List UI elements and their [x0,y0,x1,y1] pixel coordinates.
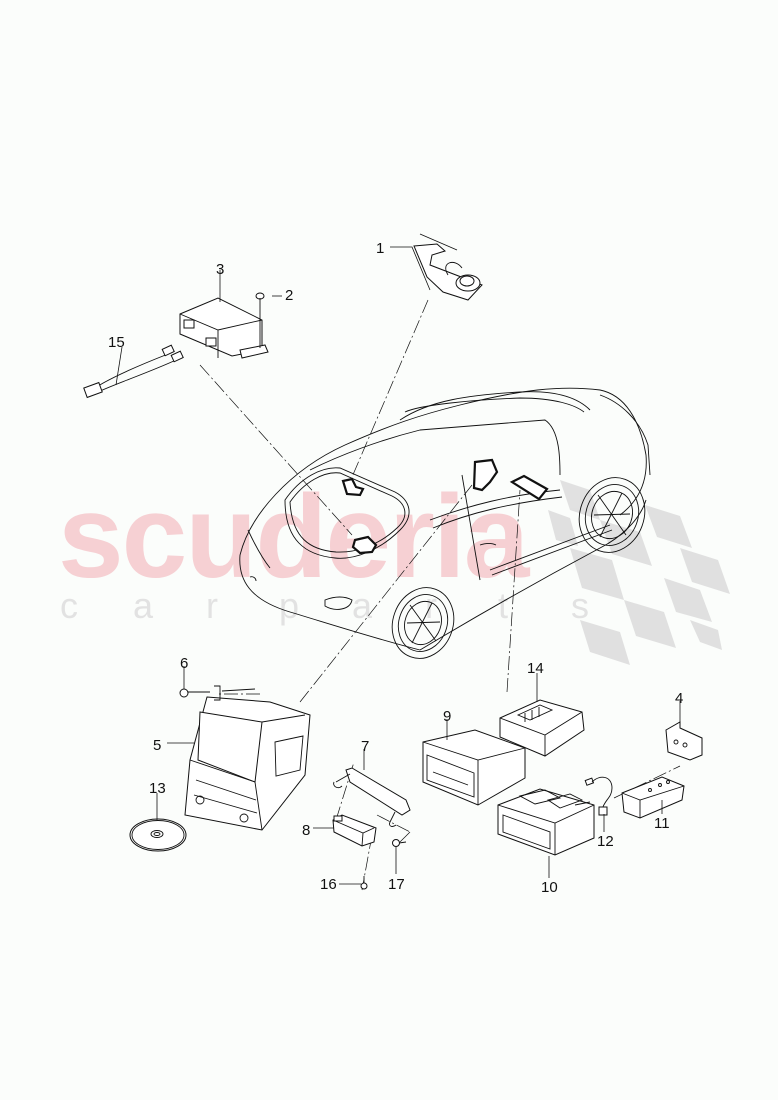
callout-8[interactable]: 8 [302,822,311,839]
part-16-screw [360,876,368,890]
part-4-bracket [665,721,703,761]
part-8-module [332,814,377,847]
callout-9[interactable]: 9 [443,708,452,725]
callout-2[interactable]: 2 [285,287,294,304]
part-17-screw [392,839,407,847]
part-13-disc [129,818,187,852]
front-wheel [391,587,455,659]
car-highlight-parts [341,458,549,555]
part-9-media-unit [422,729,526,806]
callout-1[interactable]: 1 [376,240,385,257]
part-2-screw [255,292,265,348]
rear-wheel [578,477,646,553]
callout-3[interactable]: 3 [216,261,225,278]
callout-12[interactable]: 12 [597,833,614,850]
callout-14[interactable]: 14 [527,660,544,677]
callout-13[interactable]: 13 [149,780,166,797]
part-12-wiring [584,776,613,816]
part-3-control-unit [179,297,269,359]
part-10-housing [497,788,595,856]
callout-5[interactable]: 5 [153,737,162,754]
part-15-cable [83,344,184,399]
callout-4[interactable]: 4 [675,690,684,707]
part-11-interface-module [621,776,685,819]
part-14-holder [499,699,585,757]
callout-10[interactable]: 10 [541,879,558,896]
callout-leaders [115,246,681,885]
callout-15[interactable]: 15 [108,334,125,351]
callout-6[interactable]: 6 [180,655,189,672]
callout-16[interactable]: 16 [320,876,337,893]
callout-7[interactable]: 7 [361,738,370,755]
checker-flag-watermark [548,480,730,665]
part-5-head-unit [184,696,311,831]
part-1-antenna [413,233,483,301]
callout-11[interactable]: 11 [654,815,670,832]
part-7-bracket [333,767,411,827]
callout-17[interactable]: 17 [388,876,405,893]
